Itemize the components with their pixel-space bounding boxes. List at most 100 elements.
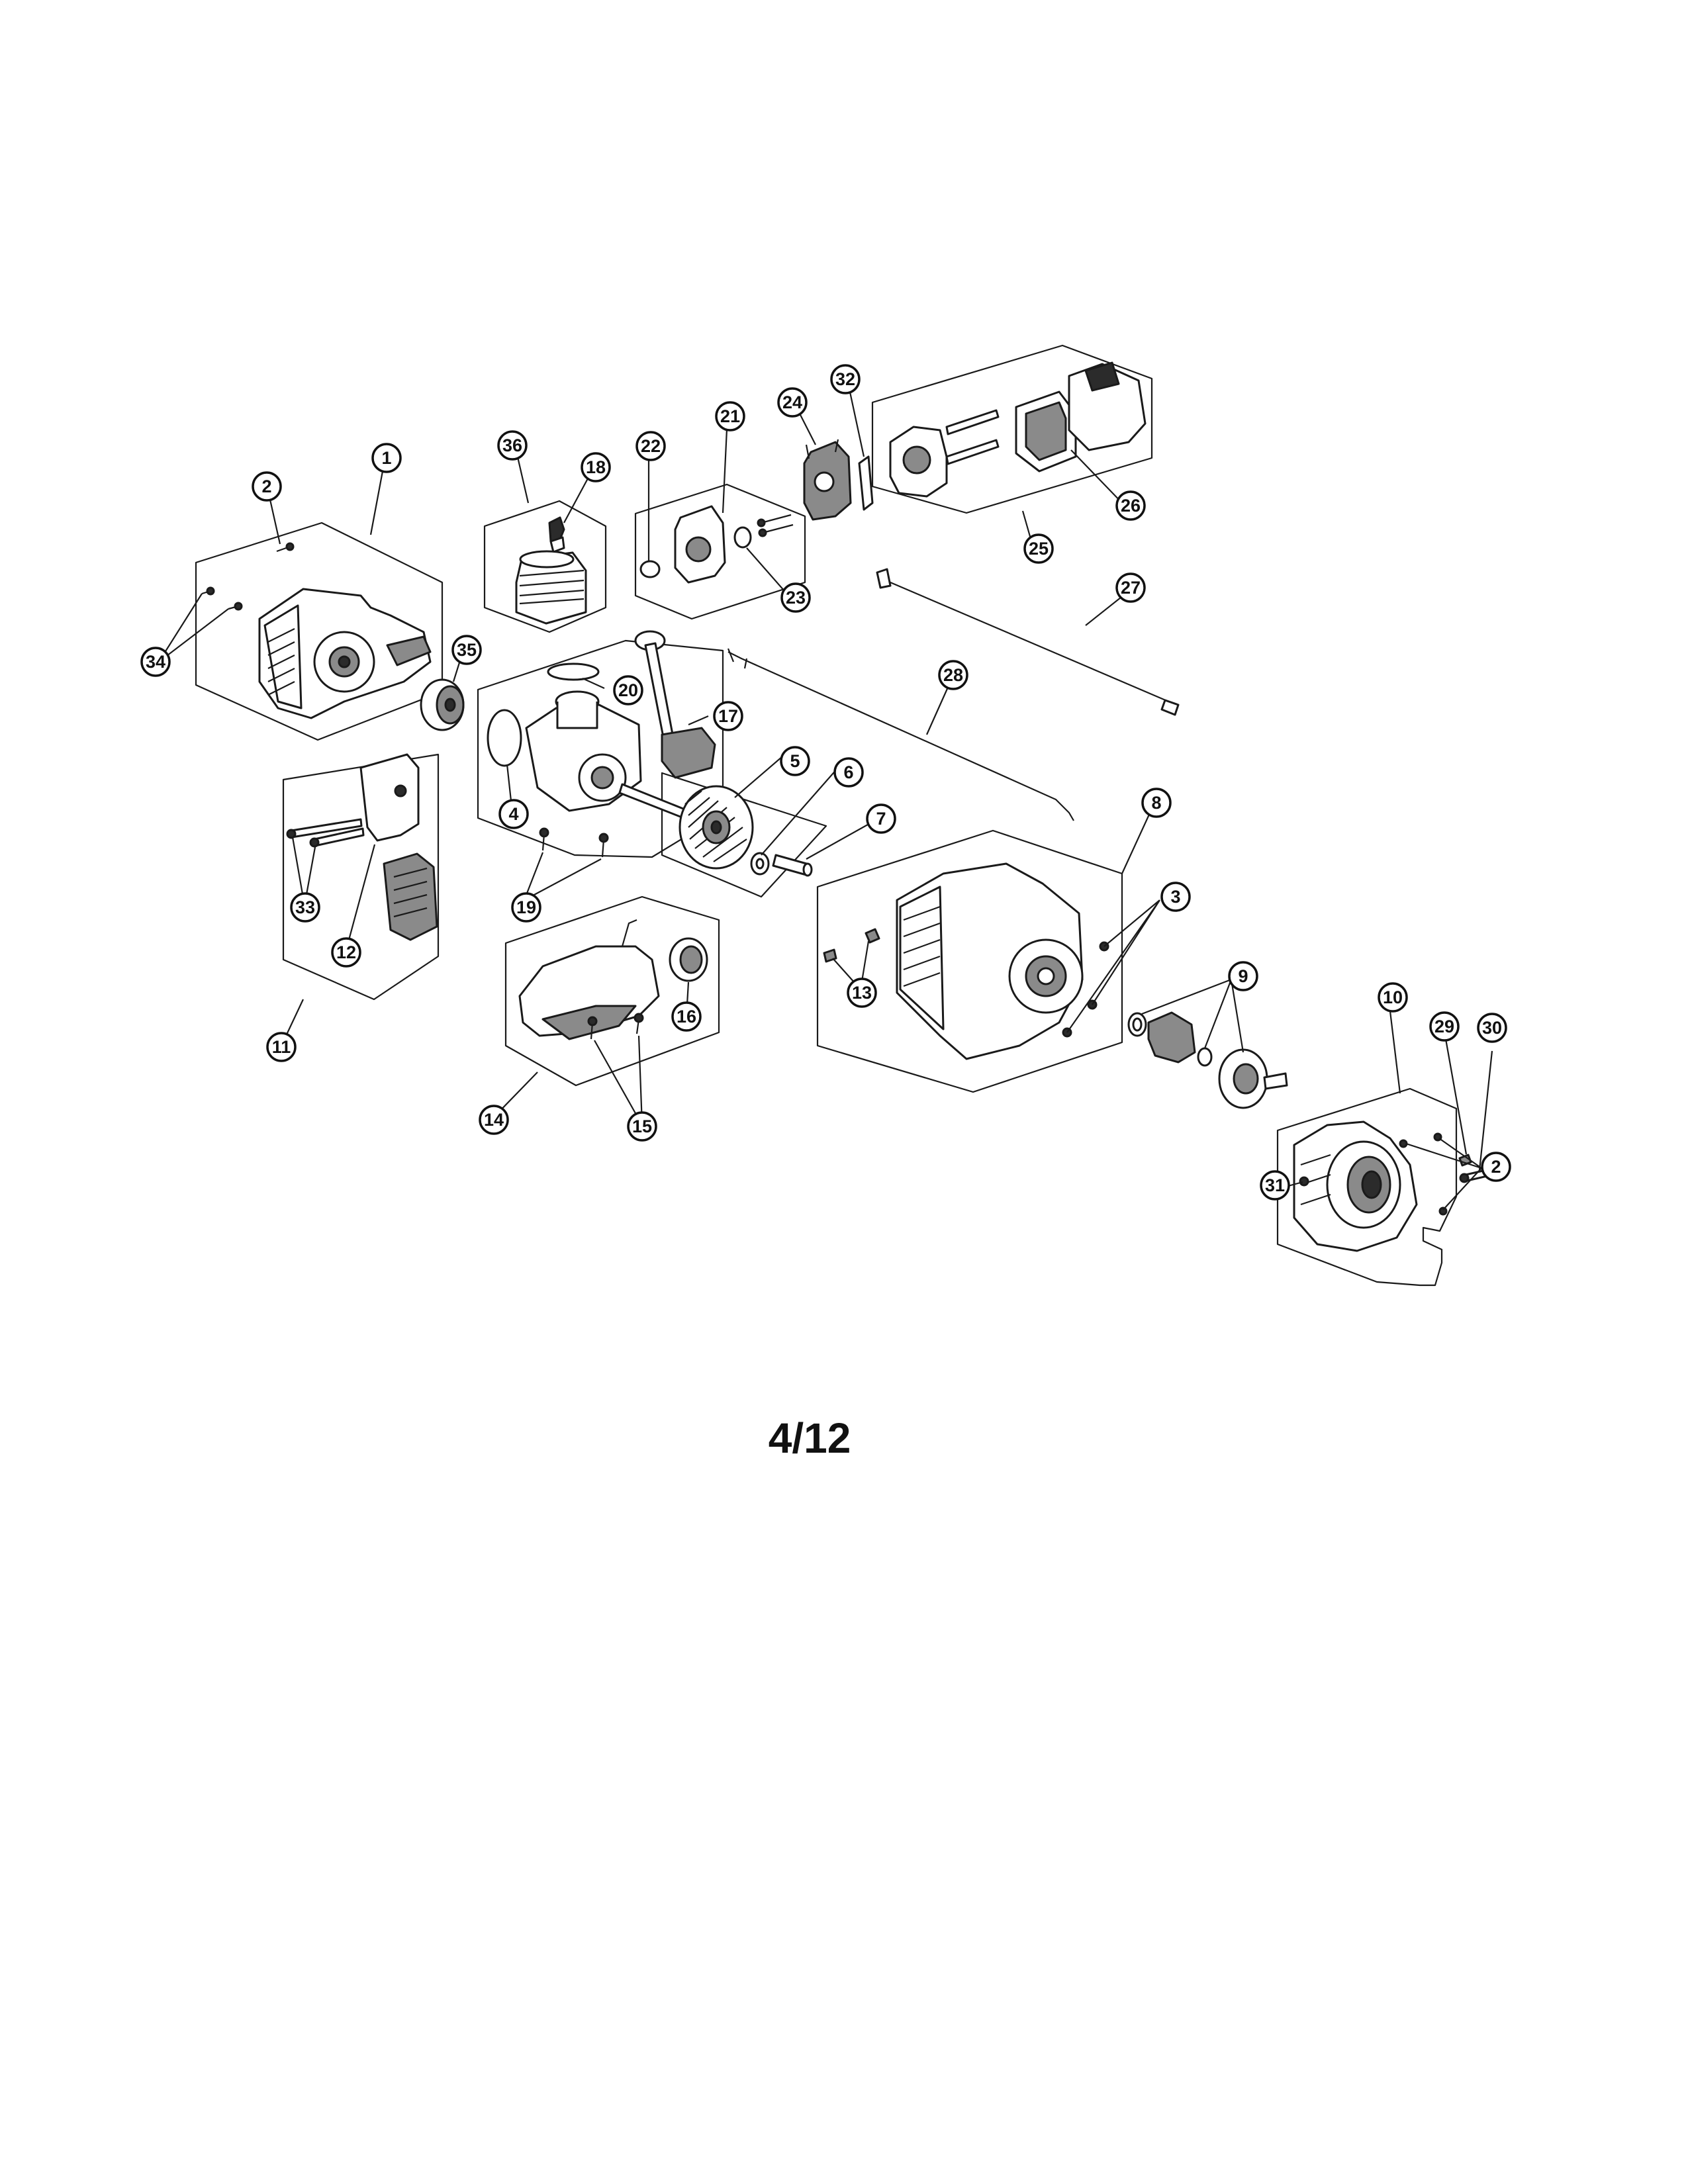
callout-22: 22 — [635, 431, 666, 461]
callout-5: 5 — [780, 746, 810, 776]
group-11-muffler-box — [282, 753, 440, 1001]
svg-text:13: 13 — [852, 983, 872, 1003]
part-22-gasket — [639, 560, 661, 578]
svg-text:12: 12 — [336, 942, 356, 962]
svg-text:34: 34 — [146, 652, 165, 672]
svg-text:30: 30 — [1482, 1018, 1502, 1038]
svg-text:9: 9 — [1238, 966, 1248, 986]
callout-17: 17 — [713, 701, 743, 731]
callout-34: 34 — [140, 647, 171, 677]
svg-text:16: 16 — [677, 1007, 696, 1026]
svg-text:36: 36 — [502, 435, 522, 455]
flywheel-part — [679, 785, 754, 870]
carb-mount-part — [674, 505, 794, 584]
ignition-coil-part — [634, 630, 716, 779]
svg-text:24: 24 — [782, 392, 802, 412]
part-32-gasket — [858, 455, 874, 511]
callout-24: 24 — [777, 387, 808, 418]
muffler-part — [383, 852, 438, 941]
callout-12: 12 — [331, 937, 361, 968]
callout-1: 1 — [371, 443, 402, 473]
group-flywheel-box — [661, 772, 827, 898]
svg-text:10: 10 — [1383, 987, 1403, 1007]
svg-text:22: 22 — [641, 436, 661, 456]
svg-text:19: 19 — [516, 897, 536, 917]
group-25-air-filter-box — [871, 344, 1153, 514]
starter-pulley-part — [420, 678, 465, 731]
svg-text:29: 29 — [1434, 1017, 1454, 1036]
svg-text:32: 32 — [835, 369, 855, 389]
svg-text:7: 7 — [876, 809, 886, 829]
svg-text:25: 25 — [1029, 539, 1049, 559]
callout-29: 29 — [1429, 1011, 1460, 1042]
fuel-cap-part — [669, 937, 708, 982]
callout-20: 20 — [613, 675, 643, 705]
part-31-nut — [1299, 1176, 1309, 1187]
svg-text:8: 8 — [1151, 793, 1161, 813]
callout-27: 27 — [1115, 572, 1146, 603]
part-19-screws — [539, 827, 609, 858]
callout-21: 21 — [715, 401, 745, 432]
callout-26: 26 — [1115, 490, 1146, 521]
svg-text:1: 1 — [381, 448, 391, 468]
air-filter-bolts-part — [945, 409, 1000, 465]
air-filter-base-part — [889, 426, 948, 498]
group-36-cylinder-box — [483, 500, 607, 633]
callout-16: 16 — [671, 1001, 702, 1032]
throttle-cable-part — [876, 568, 1180, 716]
callout-28: 28 — [938, 660, 968, 690]
page-number: 4/12 — [769, 1414, 851, 1462]
part-23-gasket — [733, 526, 752, 549]
svg-text:33: 33 — [295, 897, 315, 917]
callout-33: 33 — [290, 892, 320, 923]
part-2-screw-top — [276, 542, 295, 553]
callout-11: 11 — [266, 1032, 297, 1062]
callout-36: 36 — [497, 430, 528, 461]
svg-text:15: 15 — [632, 1116, 652, 1136]
svg-text:28: 28 — [943, 665, 963, 685]
callout-31: 31 — [1260, 1170, 1290, 1201]
callout-7: 7 — [866, 803, 896, 834]
svg-text:2: 2 — [1491, 1157, 1501, 1177]
svg-text:21: 21 — [720, 406, 740, 426]
gasket-ring-part — [547, 662, 600, 681]
stop-wire-part — [727, 648, 1074, 821]
cylinder-part — [515, 550, 587, 625]
callout-13: 13 — [847, 978, 877, 1008]
svg-text:5: 5 — [790, 751, 800, 771]
svg-text:18: 18 — [586, 457, 606, 477]
svg-text:14: 14 — [484, 1110, 504, 1130]
group-14-fuel-tank-box — [504, 895, 720, 1087]
callout-32: 32 — [830, 364, 861, 394]
callout-6: 6 — [833, 757, 864, 788]
engine-housing-part — [258, 588, 432, 719]
callout-23: 23 — [780, 582, 811, 613]
group-10-drive-housing-box — [1276, 1087, 1458, 1287]
part-34-screws — [201, 586, 243, 611]
muffler-shield-part — [359, 753, 420, 842]
drive-housing-part — [1293, 1120, 1418, 1252]
svg-text:2: 2 — [261, 477, 271, 496]
svg-text:35: 35 — [457, 640, 477, 660]
callout-35: 35 — [451, 635, 482, 665]
callout-2-lower: 2 — [1481, 1152, 1511, 1182]
group-21-carb-mount-box — [634, 483, 806, 620]
part-13-clip — [823, 928, 880, 963]
callout-3: 3 — [1160, 882, 1191, 912]
callout-25: 25 — [1023, 533, 1054, 564]
svg-text:3: 3 — [1170, 887, 1180, 907]
washer-part — [750, 852, 770, 876]
callout-18: 18 — [581, 452, 611, 482]
part-33-bolts — [286, 818, 365, 848]
callout-2: 2 — [252, 471, 282, 502]
part-15-screws — [587, 1013, 644, 1040]
svg-text:26: 26 — [1121, 496, 1141, 516]
shaft-pin-part — [772, 854, 813, 877]
callout-9: 9 — [1228, 961, 1258, 991]
callout-4: 4 — [498, 799, 529, 829]
recoil-starter-housing-part — [896, 862, 1084, 1060]
callout-8: 8 — [1141, 788, 1172, 818]
svg-text:27: 27 — [1121, 578, 1141, 598]
svg-text:23: 23 — [786, 588, 806, 608]
